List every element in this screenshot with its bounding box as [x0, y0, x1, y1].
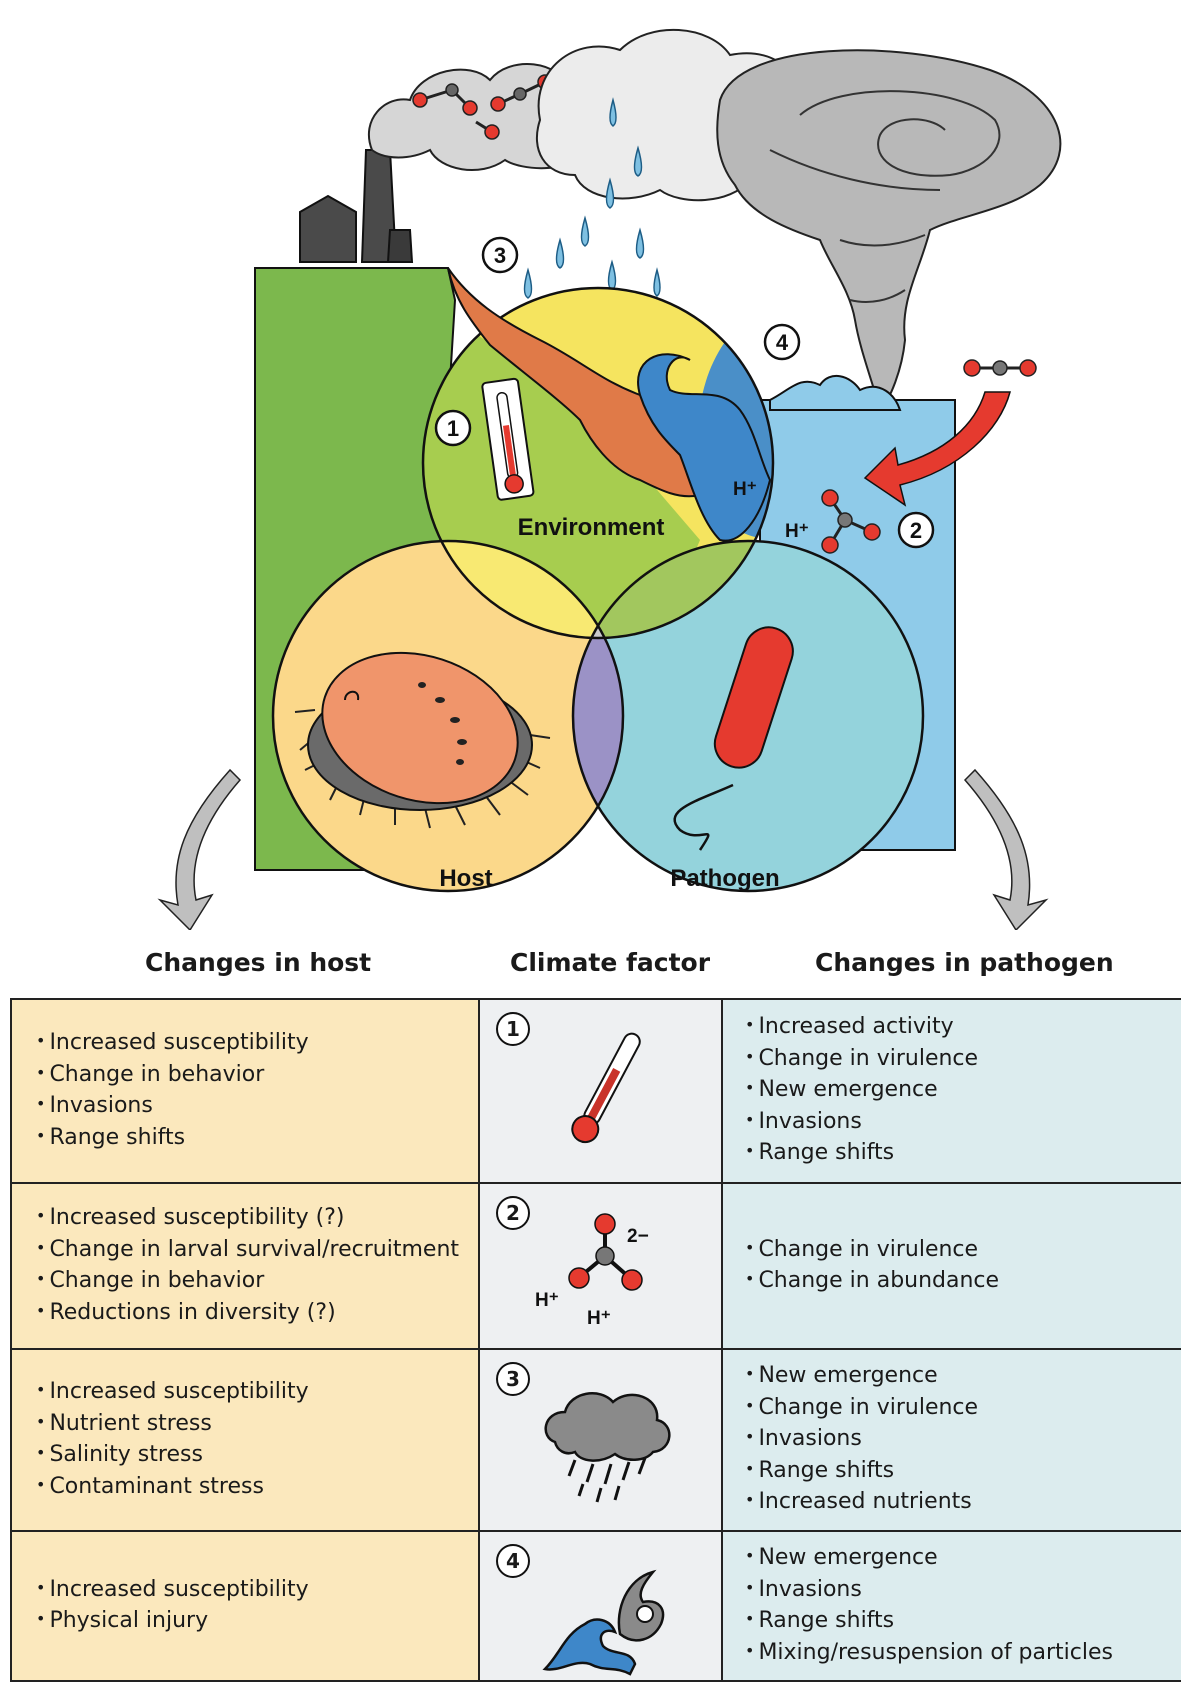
list-item: Contaminant stress	[36, 1472, 464, 1504]
list-item: Reductions in diversity (?)	[36, 1298, 464, 1330]
factor-number-badge: 2	[496, 1196, 530, 1230]
pathogen-changes-cell: New emergence Invasions Range shifts Mix…	[722, 1531, 1181, 1681]
svg-text:3: 3	[494, 243, 506, 268]
thermometer-icon	[535, 1022, 685, 1162]
list-item: Invasions	[36, 1091, 464, 1123]
list-item: Change in larval survival/recruitment	[36, 1235, 464, 1267]
factor-badge-3: 3	[483, 238, 517, 272]
host-changes-cell: Increased susceptibility Nutrient stress…	[11, 1349, 479, 1531]
header-climate-factor: Climate factor	[510, 948, 710, 977]
environment-label: Environment	[518, 514, 665, 541]
pathogen-changes-cell: New emergence Change in virulence Invasi…	[722, 1349, 1181, 1531]
hurricane-wave-icon	[535, 1554, 685, 1679]
list-item: Increased activity	[745, 1012, 1167, 1044]
list-item: Physical injury	[36, 1606, 464, 1638]
svg-text:2: 2	[910, 518, 922, 543]
list-item: Increased susceptibility (?)	[36, 1203, 464, 1235]
pathogen-label: Pathogen	[670, 865, 779, 892]
list-item: Salinity stress	[36, 1440, 464, 1472]
list-item: Invasions	[745, 1107, 1167, 1139]
table-row: Increased susceptibility Change in behav…	[11, 999, 1181, 1183]
ion-label-wave: H⁺	[733, 479, 757, 500]
table-row: Increased susceptibility (?) Change in l…	[11, 1183, 1181, 1349]
climate-factor-cell: 4	[479, 1531, 722, 1681]
climate-factor-cell: 3	[479, 1349, 722, 1531]
list-item: Range shifts	[745, 1456, 1167, 1488]
factor-number-badge: 3	[496, 1362, 530, 1396]
list-item: Change in virulence	[745, 1044, 1167, 1076]
climate-factor-cell: 1	[479, 999, 722, 1183]
arrow-to-pathogen-changes	[965, 770, 1046, 930]
list-item: Mixing/resuspension of particles	[745, 1638, 1167, 1670]
list-item: Range shifts	[36, 1123, 464, 1155]
list-item: Invasions	[745, 1575, 1167, 1607]
ion-label-ocean: H⁺	[785, 521, 809, 542]
factor-badge-4: 4	[765, 325, 799, 359]
host-changes-cell: Increased susceptibility Physical injury	[11, 1531, 479, 1681]
arrow-to-host-changes	[160, 770, 240, 930]
factory-icon	[300, 150, 412, 262]
header-changes-in-host: Changes in host	[145, 948, 371, 977]
list-item: Increased susceptibility	[36, 1377, 464, 1409]
svg-text:1: 1	[447, 416, 459, 441]
list-item: Increased nutrients	[745, 1487, 1167, 1519]
host-changes-cell: Increased susceptibility Change in behav…	[11, 999, 479, 1183]
list-item: New emergence	[745, 1543, 1167, 1575]
hurricane-funnel	[717, 50, 1060, 410]
list-item: Change in behavior	[36, 1266, 464, 1298]
host-changes-cell: Increased susceptibility (?) Change in l…	[11, 1183, 479, 1349]
host-pathogen-environment-diagram: Environment Host Pathogen H⁺ H⁺ 1 2 3 4	[0, 0, 1181, 930]
factor-badge-1: 1	[436, 411, 470, 445]
header-changes-in-pathogen: Changes in pathogen	[815, 948, 1114, 977]
factor-badge-2: 2	[899, 513, 933, 547]
list-item: Change in behavior	[36, 1060, 464, 1092]
rain-cloud-icon	[535, 1372, 685, 1512]
factor-number-badge: 1	[496, 1012, 530, 1046]
host-label: Host	[439, 865, 492, 892]
factor-number-badge: 4	[496, 1544, 530, 1578]
list-item: Increased susceptibility	[36, 1575, 464, 1607]
carbon-dioxide-molecule-icon	[964, 360, 1036, 376]
ion-label: H⁺	[535, 1290, 559, 1311]
list-item: Range shifts	[745, 1138, 1167, 1170]
list-item: Invasions	[745, 1424, 1167, 1456]
list-item: Change in virulence	[745, 1235, 1167, 1267]
list-item: Nutrient stress	[36, 1409, 464, 1441]
charge-label: 2−	[627, 1226, 649, 1247]
list-item: Range shifts	[745, 1606, 1167, 1638]
table-row: Increased susceptibility Nutrient stress…	[11, 1349, 1181, 1531]
pathogen-changes-cell: Change in virulence Change in abundance	[722, 1183, 1181, 1349]
list-item: New emergence	[745, 1361, 1167, 1393]
list-item: Increased susceptibility	[36, 1028, 464, 1060]
pathogen-changes-cell: Increased activity Change in virulence N…	[722, 999, 1181, 1183]
climate-factor-table: Increased susceptibility Change in behav…	[10, 998, 1181, 1682]
list-item: Change in virulence	[745, 1393, 1167, 1425]
carbonate-molecule-icon: 2− H⁺ H⁺	[535, 1206, 685, 1336]
list-item: New emergence	[745, 1075, 1167, 1107]
table-row: Increased susceptibility Physical injury…	[11, 1531, 1181, 1681]
climate-factor-cell: 2 2− H⁺ H⁺	[479, 1183, 722, 1349]
list-item: Change in abundance	[745, 1266, 1167, 1298]
ion-label: H⁺	[587, 1308, 611, 1329]
svg-text:4: 4	[776, 330, 789, 355]
